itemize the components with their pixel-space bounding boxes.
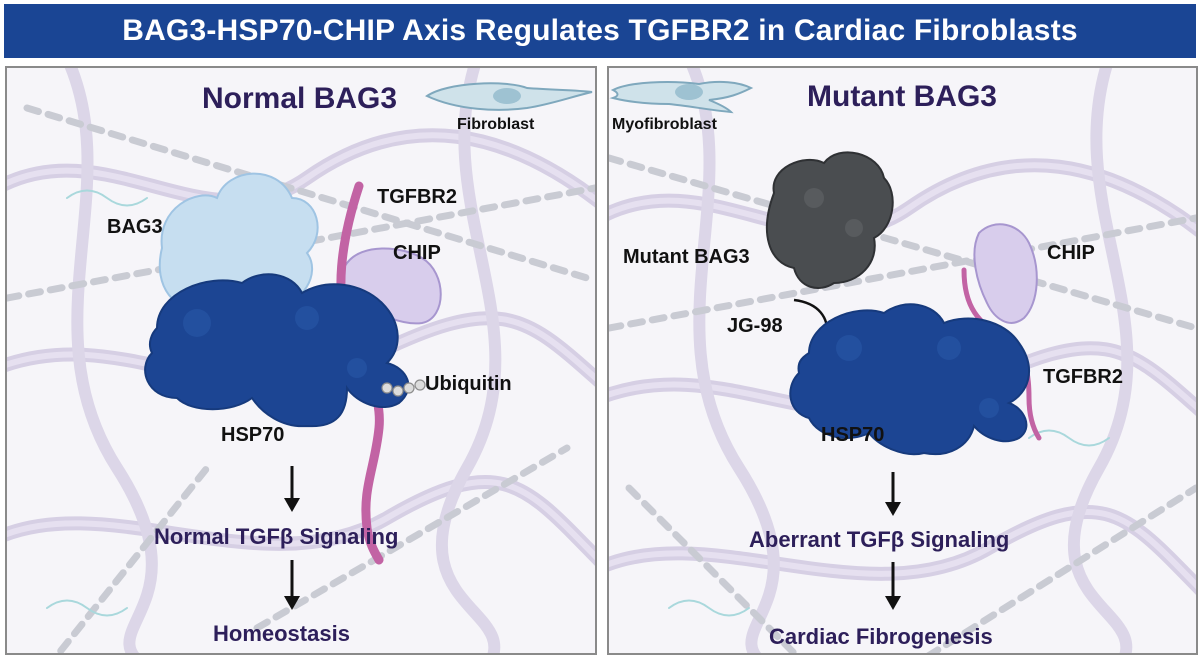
hsp70-protein <box>144 273 410 428</box>
tgfbr2-label: TGFBR2 <box>1043 366 1123 388</box>
chip-label: CHIP <box>393 242 441 264</box>
tgfbr2-label: TGFBR2 <box>377 186 457 208</box>
normal-tgfb-signaling-label: Normal TGFβ Signaling <box>154 524 399 549</box>
fibroblast-cell-icon <box>425 82 593 111</box>
mutant-bag3-panel: Mutant BAG3 Myofibroblast Mutant BAG3 CH… <box>607 66 1198 655</box>
hsp70-protein <box>789 303 1030 456</box>
normal-bag3-heading: Normal BAG3 <box>202 82 398 115</box>
collagen-background <box>609 68 1196 653</box>
mutant-bag3-heading: Mutant BAG3 <box>807 80 997 113</box>
flow-arrows <box>885 472 901 610</box>
myofibroblast-cell-icon <box>609 80 754 114</box>
normal-bag3-panel: Normal BAG3 Fibroblast BAG3 TGFBR2 CHIP … <box>5 66 597 655</box>
chip-protein <box>973 223 1038 324</box>
cardiac-fibrogenesis-label: Cardiac Fibrogenesis <box>769 624 993 649</box>
myofibroblast-label: Myofibroblast <box>612 116 717 133</box>
jg98-label: JG-98 <box>727 315 783 337</box>
normal-panel-illustration <box>7 68 595 653</box>
tgfbr2-receptor <box>336 181 384 565</box>
title-bar: BAG3-HSP70-CHIP Axis Regulates TGFBR2 in… <box>4 4 1196 58</box>
aberrant-tgfb-signaling-label: Aberrant TGFβ Signaling <box>749 527 1010 552</box>
hsp70-label: HSP70 <box>821 424 885 446</box>
homeostasis-label: Homeostasis <box>213 621 350 646</box>
flow-arrows <box>284 466 300 610</box>
mutant-bag3-label: Mutant BAG3 <box>623 246 750 268</box>
fibroblast-label: Fibroblast <box>457 116 535 133</box>
mutant-panel-illustration <box>609 68 1196 653</box>
chip-label: CHIP <box>1047 242 1095 264</box>
ubiquitin-label: Ubiquitin <box>425 373 512 395</box>
figure-title: BAG3-HSP70-CHIP Axis Regulates TGFBR2 in… <box>122 14 1078 47</box>
mutant-bag3-protein <box>765 151 894 289</box>
bag3-label: BAG3 <box>107 216 163 238</box>
hsp70-label: HSP70 <box>221 424 285 446</box>
ubiquitin-chain <box>381 379 426 397</box>
